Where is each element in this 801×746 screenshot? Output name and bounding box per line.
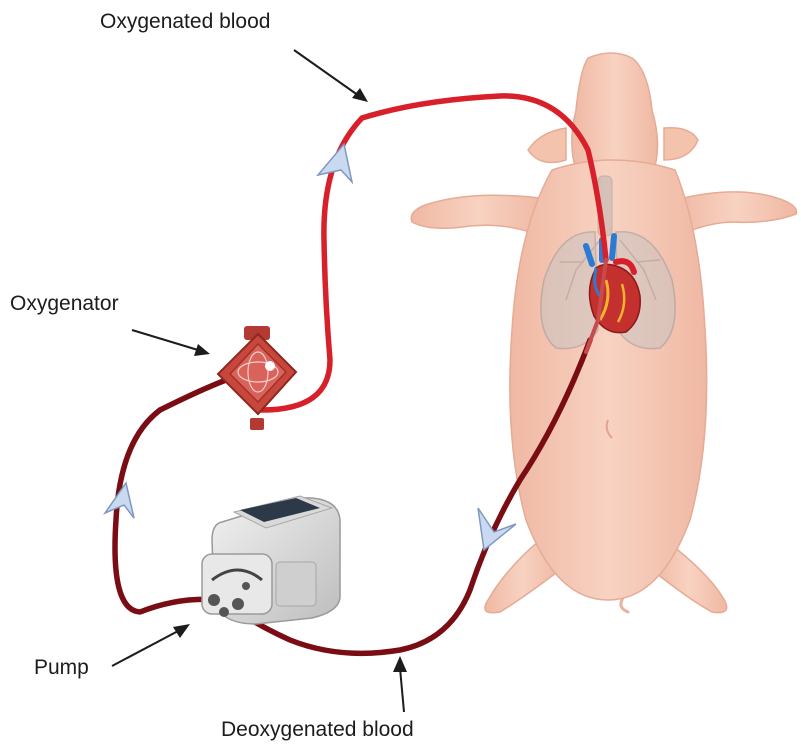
label-deoxygenated-blood: Deoxygenated blood [221,718,414,742]
label-oxygenated-blood: Oxygenated blood [100,10,270,34]
pig-icon [411,53,796,613]
label-oxygenator: Oxygenator [10,292,119,316]
oxygenator-icon [218,326,296,430]
pointer-oxygenator [132,330,210,356]
pointer-pump [112,624,190,666]
pointer-oxygenated [294,50,368,102]
flow-arrow-icon [318,144,352,182]
label-pump: Pump [34,656,89,680]
pointer-deoxygenated [393,656,407,712]
pump-icon [202,496,340,624]
